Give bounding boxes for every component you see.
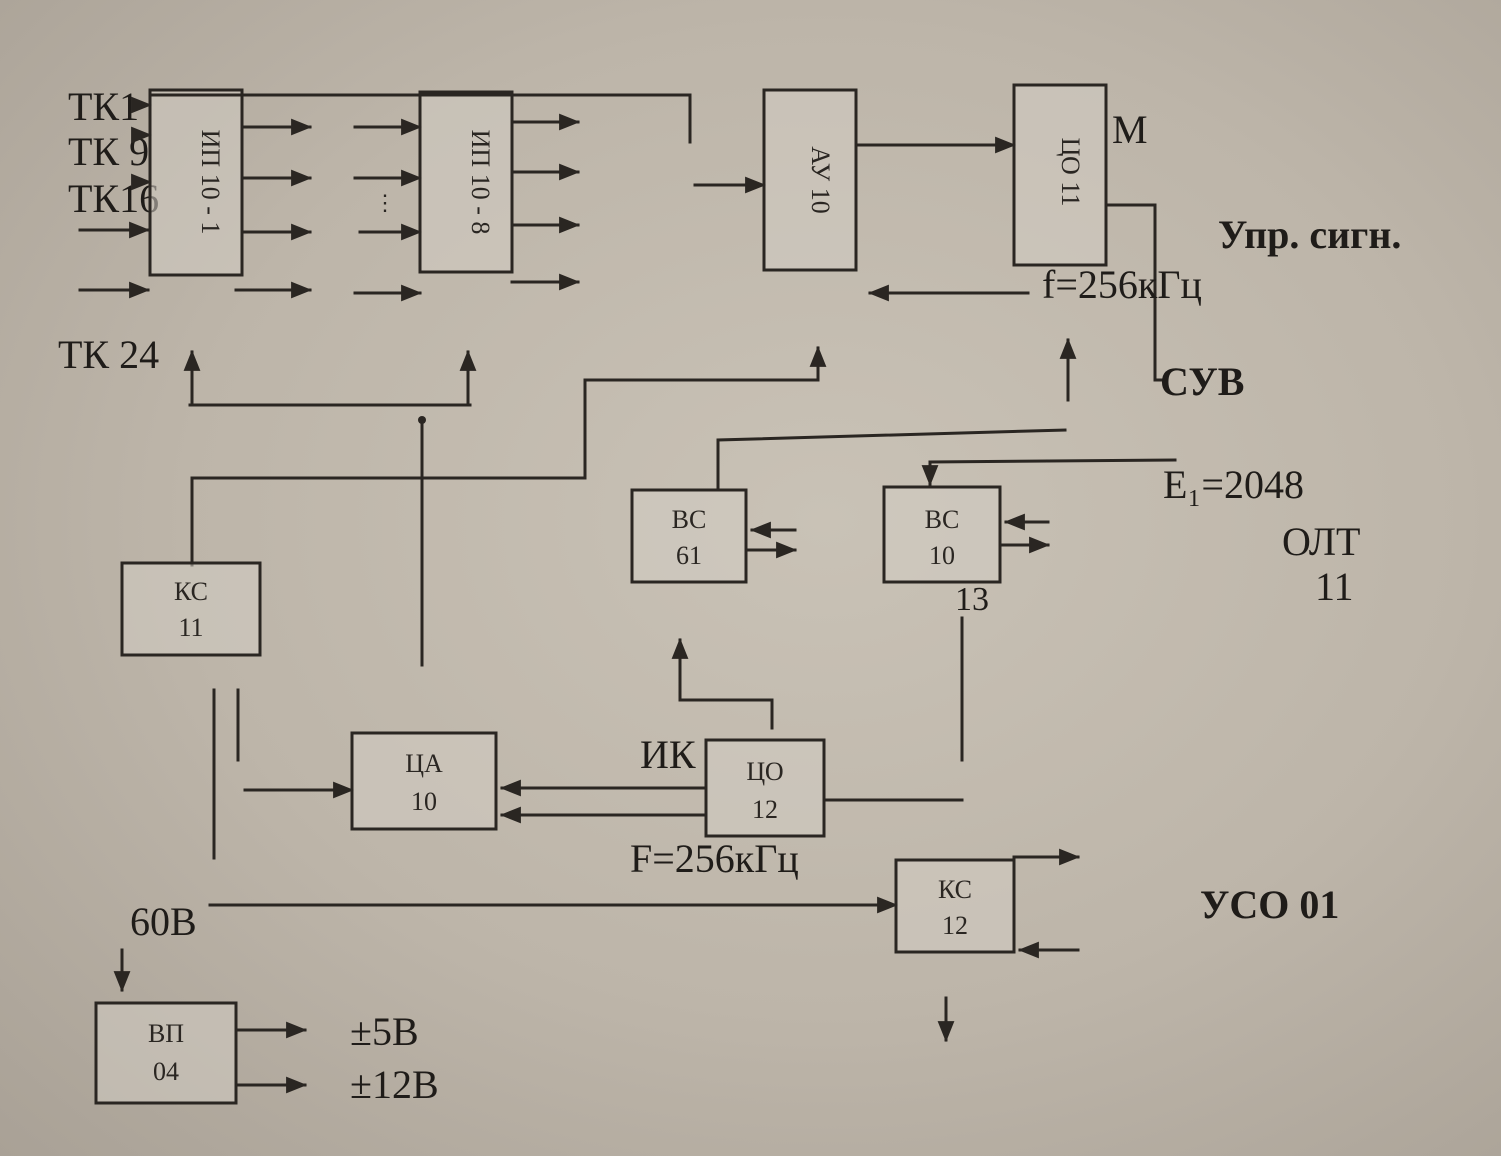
block-ks-11-line1: КС xyxy=(174,577,208,606)
block-tso-12-line1: ЦО xyxy=(746,757,783,786)
block-vs-61: ВС 61 xyxy=(630,488,748,584)
label-uso: УСО 01 xyxy=(1200,882,1339,927)
block-vs-10-line1: ВС xyxy=(925,505,960,534)
label-5v: ±5В xyxy=(350,1009,419,1054)
block-tso-11: ЦО 11 xyxy=(1012,83,1108,267)
block-vs-10: ВС 10 xyxy=(882,485,1002,584)
label-olt: ОЛТ xyxy=(1282,519,1360,564)
block-au-10-label: АУ 10 xyxy=(806,146,835,213)
block-ks-12-line2: 12 xyxy=(942,911,968,940)
block-ip-10-1: ИП 10 - 1 xyxy=(148,88,244,277)
block-tso-11-label: ЦО 11 xyxy=(1056,138,1085,207)
block-ks-12-line1: КС xyxy=(938,875,972,904)
label-suv: СУВ xyxy=(1160,359,1244,404)
label-13: 13 xyxy=(955,581,989,618)
input-tk1-label: ТК1 xyxy=(68,84,139,129)
ellipsis-dots: ⋮ xyxy=(374,190,396,215)
block-ip-10-8: ИП 10 - 8 xyxy=(418,90,514,274)
block-ks-11: КС 11 xyxy=(120,561,262,657)
ip1-output-arrows: ⋮ xyxy=(234,118,423,302)
label-12v: ±12В xyxy=(350,1062,439,1107)
block-vp-04-line2: 04 xyxy=(153,1057,179,1086)
block-ks-12: КС 12 xyxy=(894,858,1016,954)
input-tk24-label: ТК 24 xyxy=(58,332,159,377)
input-tk9-label: ТК 9 xyxy=(68,129,149,174)
label-ik: ИК xyxy=(640,732,696,777)
block-tsa-10: ЦА 10 xyxy=(350,731,498,831)
block-vs-61-line2: 61 xyxy=(676,541,702,570)
block-au-10: АУ 10 xyxy=(762,88,858,272)
block-tso-12: ЦО 12 xyxy=(704,738,826,838)
label-m: М xyxy=(1112,107,1148,152)
tso12-to-vs61-arrow xyxy=(671,637,774,730)
input-arrows xyxy=(78,96,153,299)
block-ip-10-1-label: ИП 10 - 1 xyxy=(196,130,225,235)
block-vs-61-line1: ВС xyxy=(672,505,707,534)
label-upr-signal: Упр. сигн. xyxy=(1218,212,1401,257)
block-ks-11-line2: 11 xyxy=(178,613,203,642)
label-f-bottom: F=256кГц xyxy=(630,836,799,881)
block-tsa-10-line1: ЦА xyxy=(405,749,443,778)
label-f-top: f=256кГц xyxy=(1042,262,1202,307)
middle-bus xyxy=(183,337,1177,667)
ip8-output-arrows xyxy=(510,113,581,291)
block-vs-10-line2: 10 xyxy=(929,541,955,570)
block-vp-04: ВП 04 xyxy=(94,1001,238,1105)
block-ip-10-8-label: ИП 10 - 8 xyxy=(466,130,495,235)
label-olt-number: 11 xyxy=(1315,564,1354,609)
block-vp-04-line1: ВП xyxy=(148,1019,184,1048)
block-tso-12-line2: 12 xyxy=(752,795,778,824)
suv-line xyxy=(1104,203,1167,382)
top-bus-line xyxy=(148,93,692,144)
block-tsa-10-line2: 10 xyxy=(411,787,437,816)
label-60v: 60В xyxy=(130,899,197,944)
label-e1: Е₁=2048 xyxy=(1163,462,1304,507)
